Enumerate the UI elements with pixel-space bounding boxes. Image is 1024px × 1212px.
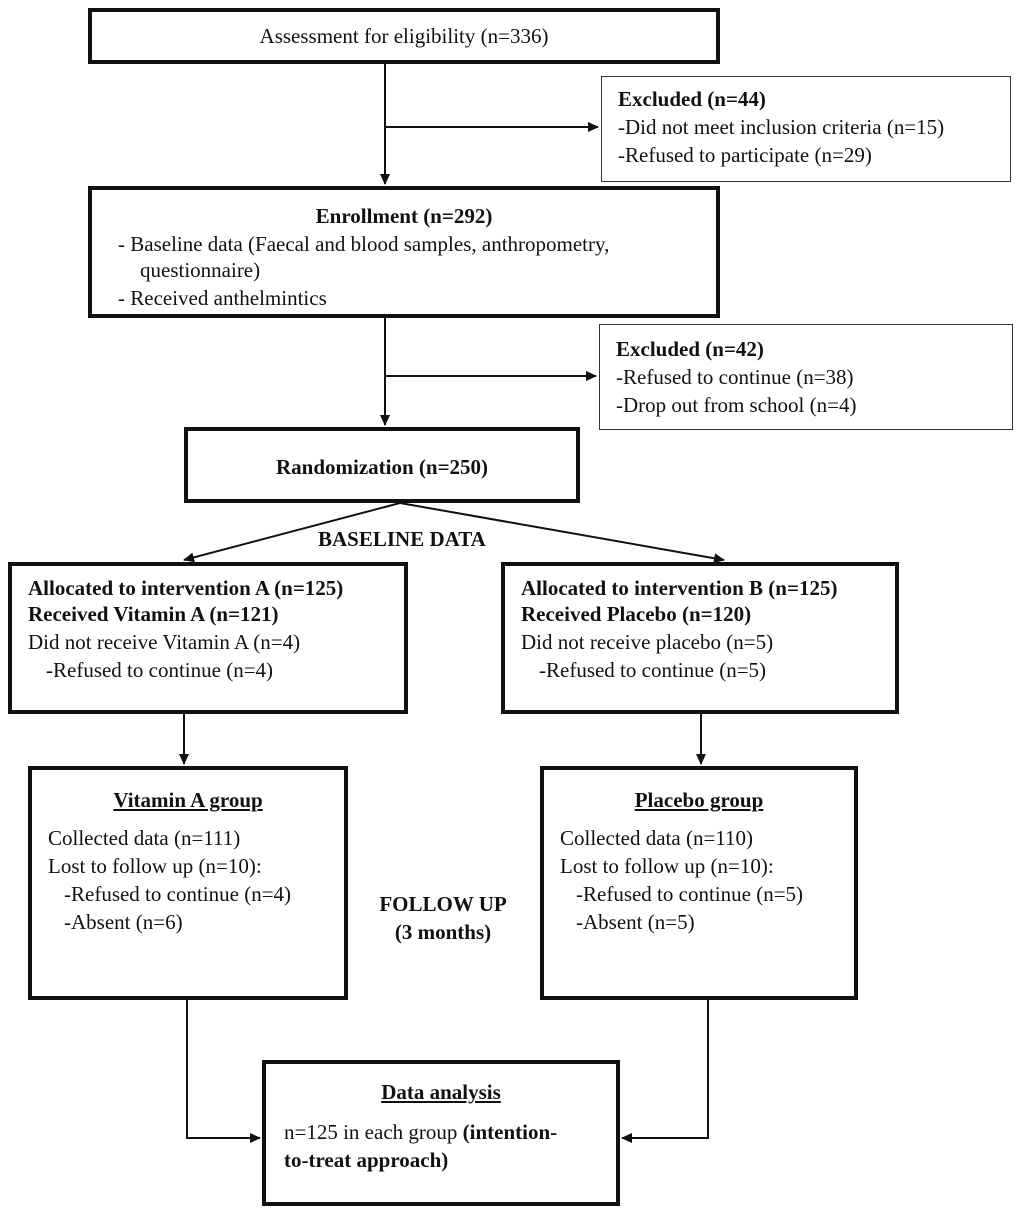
- baseline-data-label: BASELINE DATA: [318, 527, 486, 551]
- excluded-1-title: Excluded (n=44): [618, 87, 766, 111]
- data-analysis-text: n=125 in each group (intention-: [284, 1118, 557, 1146]
- excluded-2-title: Excluded (n=42): [616, 337, 764, 361]
- allocation-a-line: Allocated to intervention A (n=125): [28, 576, 344, 600]
- vitamin-a-group-line: -Absent (n=6): [64, 910, 183, 934]
- allocation-a-line: Received Vitamin A (n=121): [28, 602, 279, 626]
- allocation-a-box: Allocated to intervention A (n=125) Rece…: [8, 562, 408, 714]
- allocation-b-line: Did not receive placebo (n=5): [521, 630, 774, 654]
- data-analysis-title: Data analysis: [381, 1080, 501, 1104]
- placebo-group-line: -Refused to continue (n=5): [576, 882, 804, 906]
- vitamin-a-group-line: Collected data (n=111): [48, 826, 241, 850]
- enrollment-line: - Baseline data (Faecal and blood sample…: [118, 232, 610, 256]
- randomization-label: Randomization (n=250): [275, 455, 489, 479]
- placebo-group-line: Lost to follow up (n=10):: [560, 854, 774, 878]
- enrollment-box: Enrollment (n=292) - Baseline data (Faec…: [88, 186, 720, 318]
- excluded-1-item: -Refused to participate (n=29): [618, 143, 872, 167]
- assessment-box: Assessment for eligibility (n=336): [88, 8, 720, 64]
- enrollment-title: Enrollment (n=292): [315, 204, 493, 228]
- data-analysis-box: Data analysis n=125 in each group (inten…: [262, 1060, 620, 1206]
- randomization-box: Randomization (n=250): [184, 427, 580, 503]
- enrollment-line: - Received anthelmintics: [118, 286, 327, 310]
- excluded-2-item: -Refused to continue (n=38): [616, 365, 854, 389]
- placebo-group-line: -Absent (n=5): [576, 910, 695, 934]
- data-analysis-plain: n=125 in each group: [284, 1120, 463, 1144]
- allocation-b-line: -Refused to continue (n=5): [539, 658, 767, 682]
- excluded-1-item: -Did not meet inclusion criteria (n=15): [618, 115, 945, 139]
- excluded-2-box: Excluded (n=42) -Refused to continue (n=…: [599, 324, 1013, 430]
- allocation-a-line: -Refused to continue (n=4): [46, 658, 274, 682]
- allocation-a-line: Did not receive Vitamin A (n=4): [28, 630, 301, 654]
- vitamin-a-group-line: -Refused to continue (n=4): [64, 882, 292, 906]
- allocation-b-box: Allocated to intervention B (n=125) Rece…: [501, 562, 899, 714]
- data-analysis-itt-1: (intention-: [462, 1120, 558, 1144]
- data-analysis-itt-2: to-treat approach): [284, 1148, 449, 1172]
- excluded-2-item: -Drop out from school (n=4): [616, 393, 857, 417]
- vitamin-a-group-box: Vitamin A group Collected data (n=111) L…: [28, 766, 348, 1000]
- placebo-group-line: Collected data (n=110): [560, 826, 753, 850]
- arrow-group-a-analysis: [186, 1000, 261, 1143]
- placebo-group-box: Placebo group Collected data (n=110) Los…: [540, 766, 858, 1000]
- arrow-randomization-alloc-a: [183, 502, 401, 563]
- placebo-group-title: Placebo group: [634, 788, 764, 812]
- vitamin-a-group-title: Vitamin A group: [113, 788, 263, 812]
- excluded-1-box: Excluded (n=44) -Did not meet inclusion …: [601, 76, 1011, 182]
- assessment-label: Assessment for eligibility (n=336): [259, 24, 549, 48]
- follow-up-label: FOLLOW UP: [379, 892, 507, 916]
- allocation-b-line: Received Placebo (n=120): [521, 602, 752, 626]
- enrollment-line: questionnaire): [140, 258, 261, 282]
- vitamin-a-group-line: Lost to follow up (n=10):: [48, 854, 262, 878]
- arrow-randomization-alloc-b: [399, 502, 725, 564]
- follow-up-duration: (3 months): [394, 920, 492, 944]
- allocation-b-line: Allocated to intervention B (n=125): [521, 576, 838, 600]
- arrow-group-b-analysis: [621, 1000, 709, 1143]
